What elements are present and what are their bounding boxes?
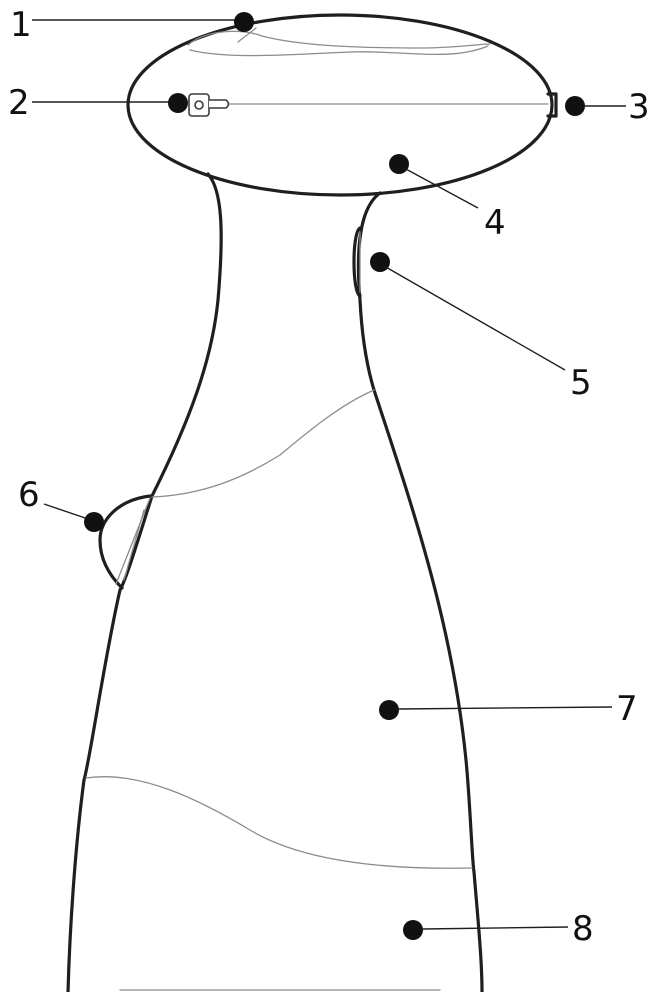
- callout-1: 1: [10, 5, 257, 45]
- callout-5: 5: [370, 252, 592, 403]
- callout-label-8: 8: [572, 909, 594, 949]
- callout-7: 7: [379, 689, 638, 729]
- callouts: 1 2 3 4 5 6: [8, 5, 648, 949]
- callout-4: 4: [389, 154, 506, 243]
- device-body: [66, 13, 558, 992]
- callout-dot-3: [565, 96, 585, 116]
- callout-2: 2: [8, 83, 188, 123]
- callout-dot-2: [168, 93, 188, 113]
- side-knob-line-b: [123, 509, 145, 581]
- callout-label-2: 2: [8, 83, 30, 123]
- callout-label-4: 4: [484, 203, 506, 243]
- callout-label-1: 1: [10, 5, 32, 45]
- head-right-nub: [546, 92, 558, 118]
- callout-dot-8: [403, 920, 423, 940]
- body-right-outline: [356, 191, 484, 992]
- callout-dot-7: [379, 700, 399, 720]
- body-left-outline: [66, 172, 223, 992]
- head-cap-line-lower: [189, 45, 489, 57]
- callout-dot-5: [370, 252, 390, 272]
- callout-dot-1: [234, 12, 254, 32]
- side-knob: [98, 494, 152, 590]
- callout-label-3: 3: [628, 87, 648, 127]
- callout-label-7: 7: [616, 689, 638, 729]
- callout-6: 6: [18, 475, 104, 532]
- device-head: [126, 13, 554, 197]
- head-cap-line: [187, 30, 491, 49]
- callout-dot-6: [84, 512, 104, 532]
- head-latch-detail: [188, 93, 230, 117]
- side-knob-line-a: [115, 497, 151, 585]
- lower-section-line: [85, 776, 473, 869]
- callout-label-6: 6: [18, 475, 40, 515]
- callout-8: 8: [403, 909, 594, 949]
- side-button: [352, 226, 362, 298]
- callout-3: 3: [565, 87, 648, 127]
- callout-dot-4: [389, 154, 409, 174]
- callout-label-5: 5: [570, 363, 592, 403]
- upper-section-line: [151, 389, 375, 498]
